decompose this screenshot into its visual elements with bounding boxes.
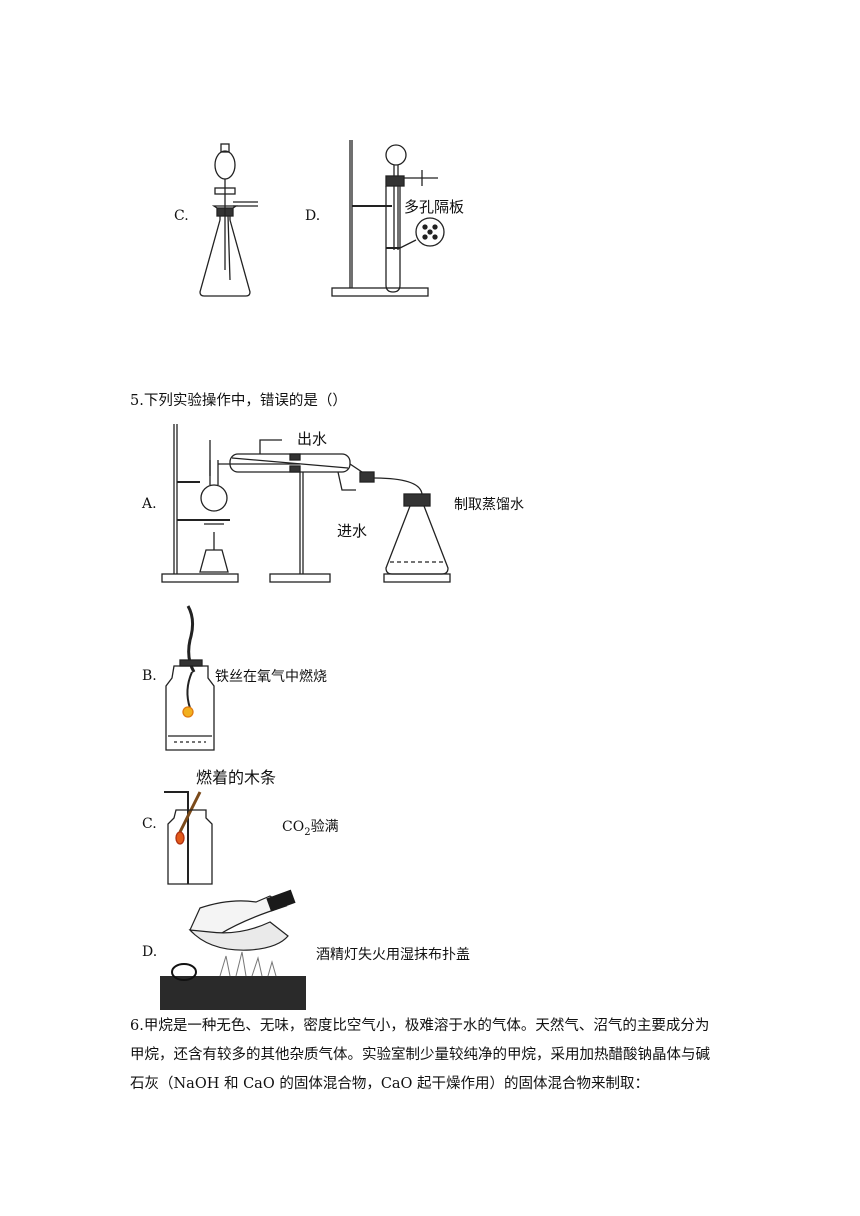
iron-wire-in-oxygen-bottle bbox=[165, 605, 215, 751]
water-in-label: 进水 bbox=[337, 522, 368, 540]
co2-collection-bottle bbox=[164, 791, 213, 885]
q4-option-d-apparatus bbox=[331, 140, 445, 297]
co2-check-caption: CO2验满 bbox=[282, 819, 339, 838]
q6-line: 石灰（NaOH 和 CaO 的固体混合物，CaO 起干燥作用）的固体混合物来制取… bbox=[130, 1076, 650, 1092]
q5-option-a-label: A. bbox=[142, 496, 157, 512]
alcohol-lamp-fire-image bbox=[160, 889, 306, 1010]
lamp-fire-caption: 酒精灯失火用湿抹布扑盖 bbox=[316, 947, 470, 963]
option-d-label: D. bbox=[305, 208, 321, 224]
water-out-label: 出水 bbox=[297, 430, 328, 448]
porous-plate-annotation: 多孔隔板 bbox=[404, 198, 465, 216]
q6-line: 6.甲烷是一种无色、无味，密度比空气小，极难溶于水的气体。天然气、沼气的主要成分… bbox=[130, 1018, 710, 1034]
question-5-stem: 5.下列实验操作中，错误的是（） bbox=[130, 393, 347, 409]
q5-option-d-label: D. bbox=[142, 944, 158, 960]
distillation-apparatus bbox=[161, 424, 451, 583]
distilled-water-caption: 制取蒸馏水 bbox=[454, 497, 524, 513]
q4-option-c-apparatus bbox=[199, 143, 258, 297]
iron-wire-caption: 铁丝在氧气中燃烧 bbox=[215, 669, 327, 685]
question-6-text: 6.甲烷是一种无色、无味，密度比空气小，极难溶于水的气体。天然气、沼气的主要成分… bbox=[130, 1012, 740, 1099]
q5-option-c-label: C. bbox=[142, 816, 157, 832]
q6-line: 甲烷，还含有较多的其他杂质气体。实验室制少量较纯净的甲烷，采用加热醋酸钠晶体与碱 bbox=[130, 1047, 710, 1063]
burning-stick-label: 燃着的木条 bbox=[196, 768, 277, 787]
option-c-label: C. bbox=[174, 208, 189, 224]
q5-option-b-label: B. bbox=[142, 668, 157, 684]
